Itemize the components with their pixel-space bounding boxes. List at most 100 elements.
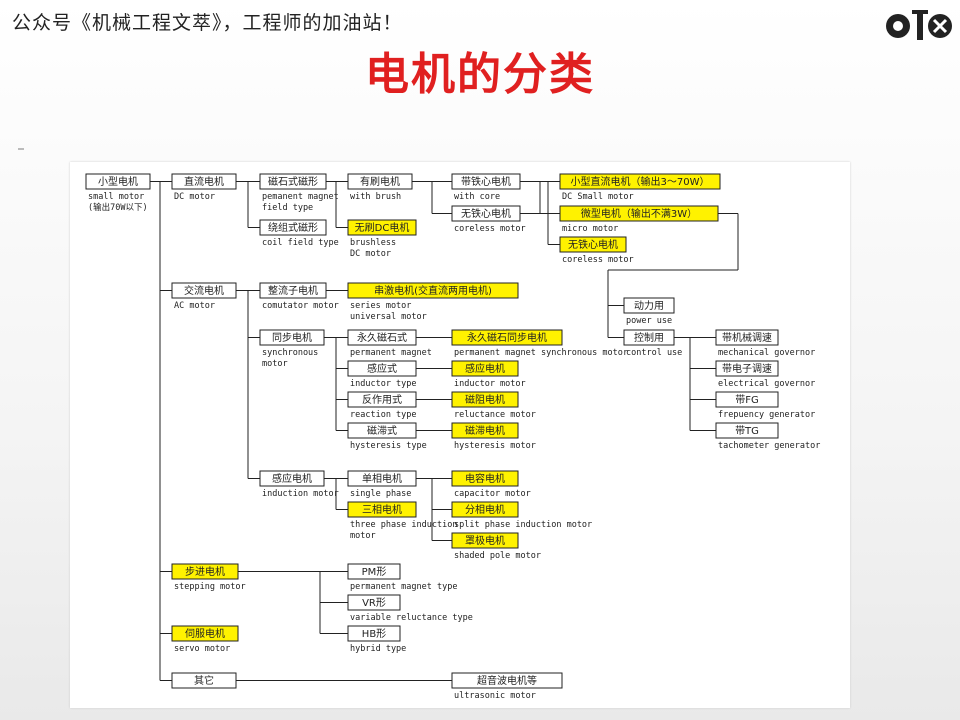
node-sublabel: capacitor motor — [454, 489, 531, 499]
node-coil_field: 绕组式磁形 coil field type — [259, 219, 339, 248]
node-label: 磁滞式 — [367, 424, 397, 437]
node-box — [715, 360, 779, 377]
node-sublabel: brushless — [350, 238, 396, 248]
node-box — [171, 625, 239, 642]
node-label: 感应电机 — [272, 472, 312, 485]
node-label: 带FG — [735, 394, 759, 406]
node-label: VR形 — [362, 597, 386, 609]
node-sublabel: DC motor — [174, 192, 215, 202]
node-label: 三相电机 — [362, 503, 402, 516]
node-sublabel: induction motor — [262, 489, 339, 499]
node-label: 超音波电机等 — [477, 674, 537, 687]
node-sublabel: variable reluctance type — [350, 613, 473, 623]
node-box — [347, 360, 417, 377]
node-label: 伺服电机 — [185, 627, 225, 640]
node-label: 绕组式磁形 — [268, 221, 318, 234]
node-sublabel: AC motor — [174, 301, 215, 311]
node-sublabel: with core — [454, 192, 500, 202]
node-label: 罩极电机 — [465, 534, 505, 547]
node-box — [259, 329, 325, 346]
node-label: 步进电机 — [185, 565, 225, 578]
node-sublabel: mechanical governor — [718, 348, 815, 358]
node-sublabel: pemanent magnet — [262, 192, 339, 202]
node-sublabel: single phase — [350, 489, 411, 499]
node-sublabel: permanent magnet — [350, 348, 432, 358]
otx-logo-icon — [886, 10, 952, 40]
node-label: 磁阻电机 — [465, 393, 505, 406]
decorative-dash — [18, 148, 24, 150]
node-label: 磁滞电机 — [465, 424, 505, 437]
node-box — [451, 501, 519, 518]
node-box — [715, 422, 779, 439]
node-box — [451, 470, 519, 487]
node-label: 电容电机 — [465, 472, 505, 485]
node-vr_type: VR形 variable reluctance type — [347, 594, 473, 623]
node-sublabel: (输出70W以下) — [88, 202, 148, 213]
page-title: 电机的分类 — [365, 49, 595, 100]
node-box — [347, 594, 401, 611]
node-box — [347, 501, 417, 518]
node-sublabel: hysteresis motor — [454, 441, 536, 451]
node-label: 控制用 — [634, 331, 664, 344]
node-sublabel: servo motor — [174, 644, 230, 654]
node-sublabel: hysteresis type — [350, 441, 427, 451]
node-sublabel: motor — [262, 359, 288, 369]
node-sublabel: field type — [262, 203, 313, 213]
node-sublabel: universal motor — [350, 312, 427, 322]
node-box — [559, 173, 721, 190]
node-box — [259, 219, 327, 236]
node-sublabel: DC motor — [350, 249, 391, 259]
node-label: HB形 — [362, 628, 386, 640]
node-label: 其它 — [194, 674, 214, 687]
node-other: 其它 — [171, 672, 237, 689]
node-capacitor: 电容电机 capacitor motor — [451, 470, 531, 499]
node-box — [623, 297, 675, 314]
node-label: 无铁心电机 — [461, 207, 511, 220]
node-label: 同步电机 — [272, 331, 312, 344]
node-sublabel: with brush — [350, 192, 401, 202]
node-label: 小型电机 — [98, 175, 138, 188]
node-box — [347, 470, 417, 487]
node-shaded: 罩极电机 shaded pole motor — [451, 532, 541, 561]
node-box — [451, 360, 519, 377]
node-box — [259, 282, 327, 299]
node-sublabel: coreless motor — [454, 224, 526, 234]
node-label: 永久磁石同步电机 — [467, 331, 547, 344]
node-sublabel: comutator motor — [262, 301, 339, 311]
node-box — [715, 329, 779, 346]
node-box — [451, 173, 521, 190]
node-label: 直流电机 — [184, 175, 224, 188]
node-box — [259, 173, 327, 190]
node-label: 带电子调速 — [722, 362, 772, 375]
node-micro: 微型电机（输出不满3W）micro motor — [559, 205, 719, 234]
node-box — [85, 173, 151, 190]
node-box — [347, 391, 417, 408]
node-dc: 直流电机 DC motor — [171, 173, 237, 202]
node-box — [347, 173, 413, 190]
node-box — [451, 391, 519, 408]
node-sublabel: coil field type — [262, 238, 339, 248]
node-box — [259, 470, 325, 487]
node-sublabel: inductor motor — [454, 379, 526, 389]
node-sublabel: shaded pole motor — [454, 551, 541, 561]
node-sublabel: coreless motor — [562, 255, 634, 265]
